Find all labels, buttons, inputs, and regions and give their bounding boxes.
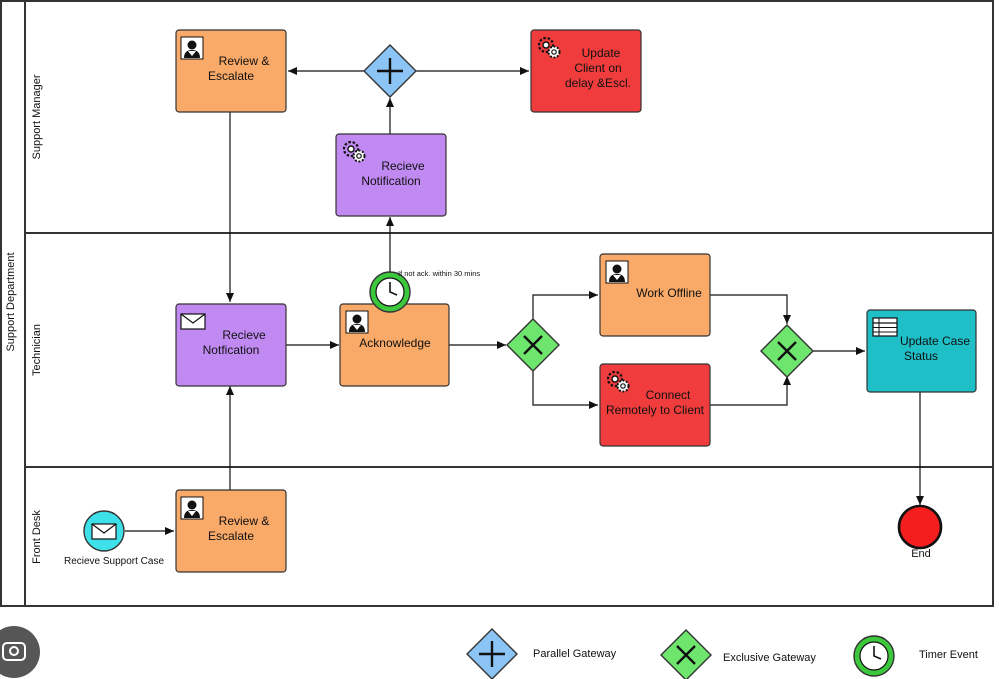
task-label-line: Recieve bbox=[222, 328, 266, 342]
task-label-line: Connect bbox=[646, 388, 691, 402]
x-icon bbox=[676, 645, 696, 665]
envelope-icon bbox=[91, 523, 117, 540]
lane-label-support-manager: Support Manager bbox=[31, 74, 43, 159]
user-icon bbox=[180, 36, 204, 60]
task-label-line: Review & bbox=[219, 514, 270, 528]
flow-connect-to-join bbox=[710, 376, 791, 406]
task-review-escalate-manager[interactable]: Review &Escalate bbox=[175, 29, 287, 113]
task-label-line: Escalate bbox=[208, 69, 254, 83]
legend-label: Exclusive Gateway bbox=[723, 652, 816, 664]
task-work-offline[interactable]: Work Offline bbox=[599, 253, 711, 337]
legend-timer-event: Timer Event bbox=[853, 635, 978, 677]
task-acknowledge[interactable]: Acknowledge bbox=[339, 303, 450, 387]
flow-exclusive-to-work-offline bbox=[532, 291, 598, 320]
exclusive-gateway-split[interactable] bbox=[506, 318, 560, 372]
clock-icon bbox=[389, 282, 398, 296]
legend-exclusive-gateway: Exclusive Gateway bbox=[660, 629, 816, 679]
exclusive-gateway-join[interactable] bbox=[760, 324, 814, 378]
svg-text:Acknowledge: Acknowledge bbox=[359, 336, 431, 350]
task-label-line: Update bbox=[582, 46, 621, 60]
end-event[interactable]: End bbox=[897, 504, 943, 560]
image-search-button[interactable] bbox=[0, 626, 40, 678]
flow-work-offline-to-join bbox=[710, 294, 791, 324]
start-event[interactable]: Recieve Support Case bbox=[64, 510, 164, 567]
sequence-flows bbox=[125, 67, 924, 535]
x-icon bbox=[777, 341, 797, 361]
task-label-line: Remotely to Client bbox=[606, 403, 705, 417]
envelope-icon bbox=[180, 313, 206, 330]
task-label-line: Review & bbox=[219, 54, 270, 68]
x-icon bbox=[523, 335, 543, 355]
plus-icon bbox=[377, 58, 403, 84]
task-label-line: Acknowledge bbox=[359, 336, 431, 350]
svg-text:Review &Escalate: Review &Escalate bbox=[208, 514, 269, 543]
pool: Support Department bbox=[0, 0, 994, 607]
timer-event[interactable]: If not ack. within 30 mins bbox=[369, 269, 480, 313]
task-label-line: Client on bbox=[574, 61, 621, 75]
task-label-line: Update Case bbox=[900, 334, 970, 348]
table-icon bbox=[872, 317, 898, 337]
user-icon bbox=[180, 496, 204, 520]
svg-text:Work Offline: Work Offline bbox=[636, 286, 702, 300]
flow-exclusive-to-connect bbox=[532, 370, 598, 409]
timer-event-label: If not ack. within 30 mins bbox=[398, 269, 480, 278]
task-label-line: delay &Escl. bbox=[565, 76, 631, 90]
task-label-line: Escalate bbox=[208, 529, 254, 543]
legend: Parallel Gateway Exclusive Gateway Timer… bbox=[466, 628, 978, 679]
end-event-label: End bbox=[911, 548, 931, 560]
pool-title: Support Department bbox=[5, 252, 17, 351]
task-label-line: Status bbox=[904, 349, 938, 363]
task-label-line: Notfication bbox=[203, 343, 260, 357]
lane-label-front-desk: Front Desk bbox=[31, 510, 43, 564]
clock-icon bbox=[873, 646, 882, 660]
camera-search-icon bbox=[2, 642, 26, 661]
lane-label-technician: Technician bbox=[31, 324, 43, 376]
start-event-label: Recieve Support Case bbox=[64, 556, 164, 567]
plus-icon bbox=[479, 641, 505, 667]
legend-parallel-gateway: Parallel Gateway bbox=[466, 628, 617, 679]
task-label-line: Work Offline bbox=[636, 286, 702, 300]
task-review-escalate-front-desk[interactable]: Review &Escalate bbox=[175, 489, 287, 573]
svg-text:Review &Escalate: Review &Escalate bbox=[208, 54, 269, 83]
parallel-gateway[interactable] bbox=[363, 44, 417, 98]
task-label-line: Notification bbox=[361, 174, 420, 188]
user-icon bbox=[345, 310, 369, 334]
user-icon bbox=[605, 260, 629, 284]
task-label-line: Recieve bbox=[381, 159, 425, 173]
legend-label: Parallel Gateway bbox=[533, 648, 617, 660]
legend-label: Timer Event bbox=[919, 649, 978, 661]
